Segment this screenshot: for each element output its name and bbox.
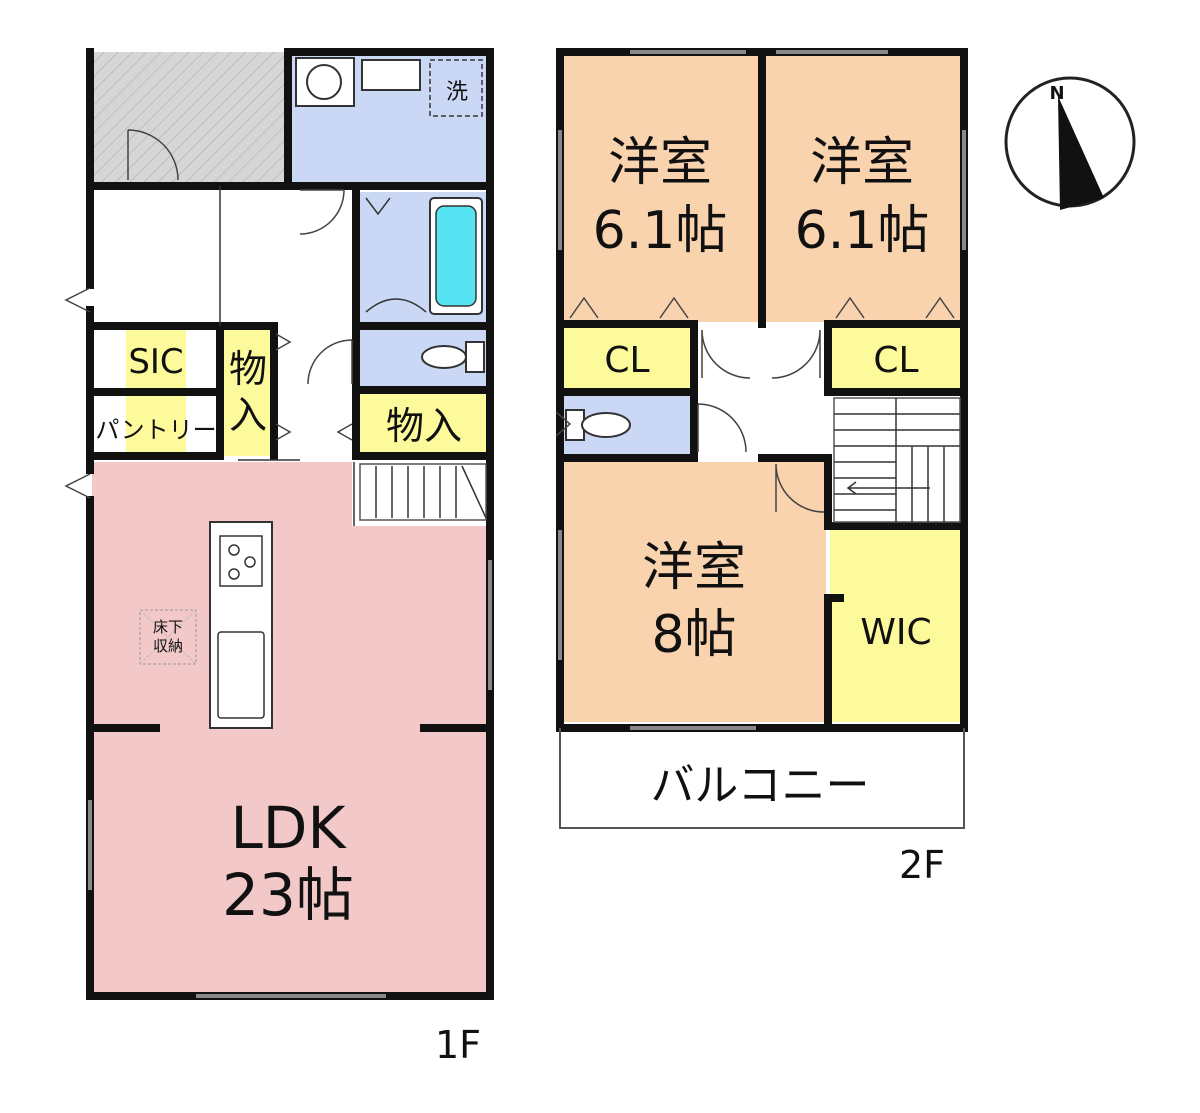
sic-label: SIC bbox=[128, 342, 183, 382]
balcony-label: バルコニー bbox=[650, 760, 869, 811]
balcony-area bbox=[560, 728, 964, 828]
toilet-icon-2f bbox=[565, 409, 631, 441]
room-b-door[interactable] bbox=[771, 329, 821, 379]
room-c-name-label: 洋室 bbox=[642, 538, 746, 598]
toilet-door-2f[interactable] bbox=[697, 403, 747, 453]
stairs-1f bbox=[359, 463, 487, 521]
sink-icon bbox=[217, 631, 265, 719]
storage-left-area bbox=[222, 328, 272, 456]
kitchen-counter bbox=[209, 521, 273, 729]
stairs-2f bbox=[833, 397, 961, 523]
wic-label: WIC bbox=[860, 612, 931, 653]
laundry-label: 洗 bbox=[446, 80, 468, 105]
closet-left-label: CL bbox=[604, 340, 649, 381]
underfloor-storage-icon bbox=[139, 609, 197, 665]
storage-left-label-1: 物 bbox=[229, 347, 267, 391]
room-a-area bbox=[562, 52, 758, 322]
washroom-door[interactable] bbox=[299, 189, 345, 235]
room-a-closet-door[interactable] bbox=[569, 296, 689, 319]
compass-north-label: N bbox=[1049, 83, 1064, 104]
floor1-caption: 1F bbox=[435, 1023, 481, 1067]
room-c-door[interactable] bbox=[775, 463, 825, 513]
ldk-area bbox=[92, 462, 488, 996]
washbasin-icon bbox=[295, 57, 355, 107]
window-left-1 bbox=[64, 287, 91, 313]
window-left-2 bbox=[64, 473, 91, 499]
closet-right-label: CL bbox=[873, 340, 918, 381]
underfloor-label-1: 床下 bbox=[153, 618, 183, 636]
closet-right-area bbox=[830, 326, 960, 390]
ldk-name-label: LDK bbox=[230, 794, 347, 862]
toilet-icon-1f bbox=[421, 341, 485, 373]
underfloor-label-2: 収納 bbox=[153, 637, 183, 655]
storage-left-label-2: 入 bbox=[229, 393, 267, 437]
floor-1: 洗 SIC パントリー 物 入 物入 床下 収納 LDK 23帖 1F bbox=[64, 48, 494, 1067]
room-c-area bbox=[562, 462, 826, 722]
room-a-door[interactable] bbox=[701, 329, 751, 379]
ldk-size-label: 23帖 bbox=[222, 861, 354, 929]
storage-right-area bbox=[358, 392, 488, 454]
shower-icon bbox=[365, 197, 391, 216]
shelf-icon bbox=[361, 59, 421, 91]
bathtub-icon bbox=[429, 197, 483, 315]
room-a-size-label: 6.1帖 bbox=[593, 201, 728, 261]
balcony-rail bbox=[559, 728, 965, 829]
room-a-name-label: 洋室 bbox=[608, 133, 712, 193]
room-b-closet-door[interactable] bbox=[835, 296, 955, 319]
pantry-label: パントリー bbox=[95, 416, 216, 444]
room-b-name-label: 洋室 bbox=[810, 133, 914, 193]
storage-right-label: 物入 bbox=[386, 404, 462, 448]
entrance-area bbox=[90, 52, 288, 186]
compass-icon: N bbox=[1004, 76, 1136, 210]
room-b-size-label: 6.1帖 bbox=[795, 201, 930, 261]
floor2-caption: 2F bbox=[899, 843, 945, 887]
washer-space-icon bbox=[429, 59, 483, 117]
toilet-door-1f[interactable] bbox=[307, 339, 353, 385]
closet-left-area bbox=[562, 326, 692, 390]
room-c-size-label: 8帖 bbox=[651, 605, 736, 665]
wic-area bbox=[830, 528, 960, 722]
floor-2: 洋室 6.1帖 洋室 6.1帖 CL CL 洋室 8帖 WIC バルコニー 2F bbox=[555, 48, 968, 887]
entrance-door[interactable] bbox=[127, 129, 179, 181]
room-b-area bbox=[766, 52, 960, 322]
